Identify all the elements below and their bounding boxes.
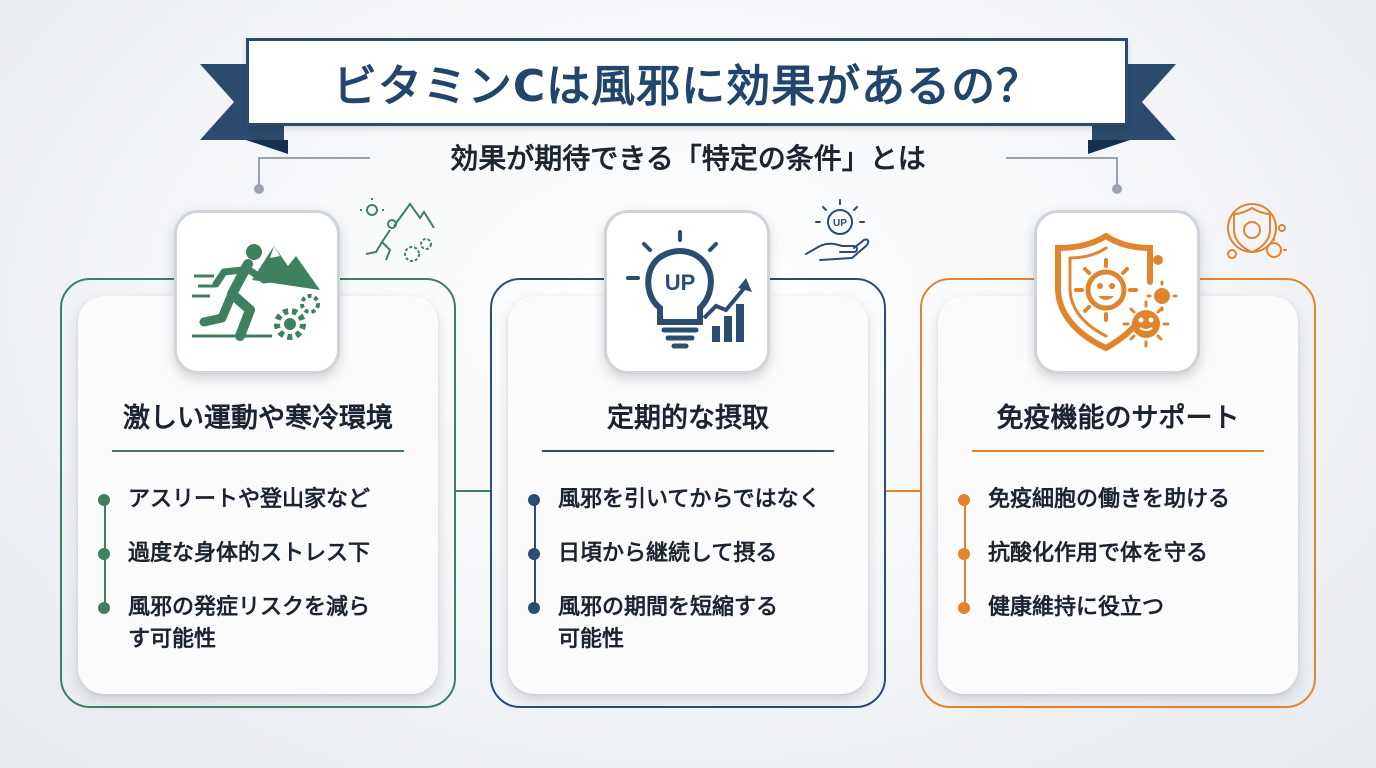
list-item: 過度な身体的ストレス下 [98, 538, 434, 570]
title-banner: ビタミンCは風邪に効果があるの？ [200, 38, 1176, 154]
list-item: 風邪の発症リスクを減ら す可能性 [98, 592, 434, 656]
subtitle-connector-right-drop [1116, 157, 1118, 187]
subtitle-connector-left [258, 157, 370, 159]
card-divider [112, 450, 404, 452]
bullet-text: 風邪の発症リスクを減ら す可能性 [128, 595, 371, 652]
page-title: ビタミンCは風邪に効果があるの？ [332, 61, 1042, 112]
bullet-text: 日頃から継続して摂る [558, 541, 778, 566]
mini-shield-virus-icon [1227, 203, 1287, 259]
bullet-dot [98, 602, 110, 614]
bullet-text: 健康維持に役立つ [988, 595, 1165, 620]
subtitle-connector-left-drop [258, 157, 260, 187]
bullet-text: 風邪を引いてからではなく [558, 487, 821, 512]
card-divider [542, 450, 834, 452]
list-item: 風邪の期間を短縮する 可能性 [528, 592, 864, 656]
bullet-dot [958, 602, 970, 614]
bullet-text: 抗酸化作用で体を守る [988, 541, 1209, 566]
list-item: 免疫細胞の働きを助ける [958, 484, 1294, 516]
bullet-dot [528, 548, 540, 560]
list-item: アスリートや登山家など [98, 484, 434, 516]
banner-box: ビタミンCは風邪に効果があるの？ [246, 38, 1128, 126]
list-item: 健康維持に役立つ [958, 592, 1294, 624]
bullet-text: 免疫細胞の働きを助ける [988, 487, 1231, 512]
ribbon-right-fold [1088, 140, 1130, 154]
subtitle-connector-right [1006, 157, 1118, 159]
link-card1-card2 [456, 490, 490, 492]
link-card2-card3 [886, 490, 920, 492]
card-title: 激しい運動や寒冷環境 [123, 403, 393, 434]
mini-runner-icon [360, 198, 435, 262]
card-title: 定期的な摂取 [607, 403, 769, 434]
shield-virus-icon [1034, 210, 1200, 374]
mini-up-label: UP [833, 218, 847, 229]
mini-hand-bulb-icon: UP [805, 199, 870, 261]
runner-mountain-gears-icon [174, 210, 340, 374]
bullet-list: アスリートや登山家など 過度な身体的ストレス下 風邪の発症リスクを減ら す可能性 [98, 484, 434, 678]
bullet-dot [98, 548, 110, 560]
list-item: 抗酸化作用で体を守る [958, 538, 1294, 570]
card-divider [972, 450, 1264, 452]
bullet-list: 風邪を引いてからではなく 日頃から継続して摂る 風邪の期間を短縮する 可能性 [528, 484, 864, 678]
list-item: 日頃から継続して摂る [528, 538, 864, 570]
subtitle-connector-left-dot [254, 184, 264, 194]
card-title: 免疫機能のサポート [996, 403, 1240, 434]
bullet-list: 免疫細胞の働きを助ける 抗酸化作用で体を守る 健康維持に役立つ [958, 484, 1294, 646]
subtitle: 効果が期待できる「特定の条件」とは [450, 142, 926, 175]
ribbon-left-fold [246, 140, 288, 154]
bullet-dot [98, 494, 110, 506]
bullet-dot [958, 548, 970, 560]
subtitle-connector-right-dot [1112, 184, 1122, 194]
icon-up-label: UP [665, 270, 696, 295]
bullet-dot [958, 494, 970, 506]
bullet-text: アスリートや登山家など [128, 487, 371, 512]
list-item: 風邪を引いてからではなく [528, 484, 864, 516]
bullet-text: 風邪の期間を短縮する 可能性 [558, 595, 779, 652]
lightbulb-up-growth-icon: UP [604, 210, 770, 374]
bullet-dot [528, 494, 540, 506]
bullet-dot [528, 602, 540, 614]
bullet-text: 過度な身体的ストレス下 [128, 541, 371, 566]
